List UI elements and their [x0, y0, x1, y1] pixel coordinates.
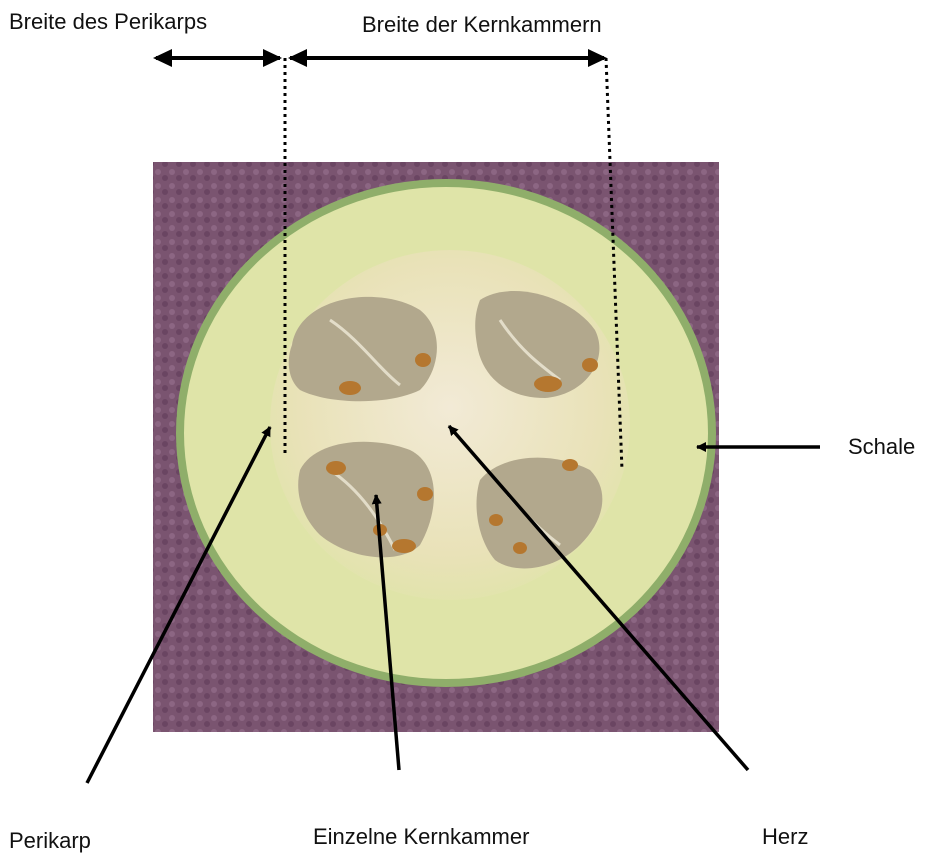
- seed: [582, 358, 598, 372]
- arrowhead-left: [288, 49, 307, 67]
- seed: [326, 461, 346, 475]
- seed: [417, 487, 433, 501]
- seed: [513, 542, 527, 554]
- arrowhead-left: [153, 49, 172, 67]
- arrowhead-right: [263, 49, 282, 67]
- seed: [562, 459, 578, 471]
- seed: [534, 376, 562, 392]
- arrowhead-right: [588, 49, 607, 67]
- seed: [415, 353, 431, 367]
- seed: [339, 381, 361, 395]
- seed: [392, 539, 416, 553]
- fruit-slice: [176, 179, 716, 687]
- seed: [489, 514, 503, 526]
